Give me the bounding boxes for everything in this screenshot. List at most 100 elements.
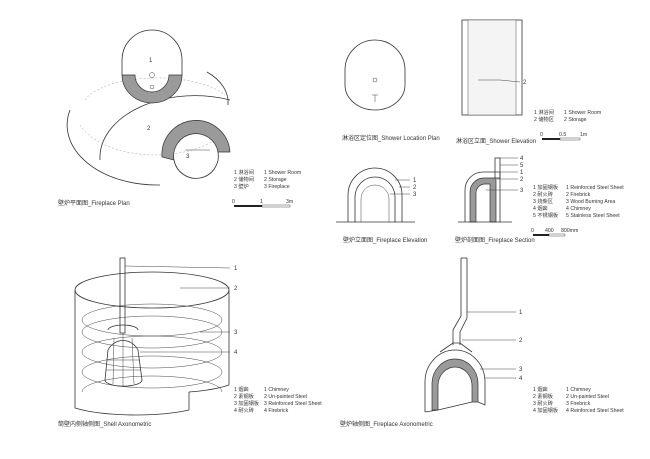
shell-ring-4	[81, 355, 223, 389]
plan-callout-3: 3	[186, 154, 190, 160]
shell-legend: 1 烟囱 1 Chimney 2 素钢板 2 Un-painted Steel …	[234, 385, 322, 414]
plan-legend: 1 淋浴间 1 Shower Room 2 储物间 2 Storage 3 壁炉…	[234, 168, 301, 190]
fs-callout-1: 1	[520, 170, 524, 176]
plan-legend-en-2: 2 Storage	[264, 177, 287, 183]
sa-legend-en-1: 1 Chimney	[264, 387, 289, 393]
shower-location-title: 淋浴区定位图_Shower Location Plan	[342, 134, 440, 142]
fa-legend-cn-4: 4 加固钢板	[533, 406, 559, 414]
fe-callout-1: 1	[413, 178, 417, 184]
section-chimney	[494, 157, 501, 179]
shower-scale-fill	[542, 138, 560, 140]
section-firebrick	[469, 177, 497, 223]
sa-legend-en-3: 3 Reinforced Steel Sheet	[264, 401, 322, 407]
fa-callout-1: 1	[519, 310, 523, 316]
fireplace-elevation-middle	[354, 176, 396, 222]
fa-callout-2: 2	[519, 338, 523, 344]
shower-location-plan: 淋浴区定位图_Shower Location Plan	[342, 39, 440, 142]
shower-scale-bar: 0 0.5 1m	[540, 132, 587, 141]
shower-room-wall	[121, 74, 183, 104]
shell-axonometric-title: 筒壁内侧轴侧图_Shell Axonometric	[58, 420, 151, 428]
plan-scale-bar-fill	[234, 205, 262, 207]
sa-legend-cn-3: 3 加固钢板	[234, 399, 260, 407]
shell-ring-5	[81, 375, 223, 393]
section-legend: 1 加固钢板 1 Reinforced Steel Sheet 2 耐火砖 2 …	[533, 183, 624, 219]
shell-chimney	[119, 257, 126, 334]
plan-scale-max: 3m	[286, 199, 293, 205]
fa-legend-cn-2: 2 素钢板	[533, 392, 554, 400]
plan-dashed-arc	[79, 124, 216, 156]
plan-scale-zero: 0	[232, 199, 235, 205]
shower-drain-icon	[149, 72, 155, 78]
section-scale-mid: 400	[545, 228, 554, 234]
plan-scale-one: 1	[260, 199, 263, 205]
shell-bottom-front	[74, 407, 190, 416]
fs-legend-cn-1: 1 加固钢板	[533, 183, 559, 191]
fs-legend-cn-2: 2 耐火砖	[533, 190, 553, 198]
sa-legend-en-2: 2 Un-painted Steel	[264, 394, 307, 400]
fa-callout-3: 3	[519, 367, 523, 373]
shell-ring-1	[81, 303, 223, 337]
fireplace-inner	[173, 151, 219, 179]
plan-legend-cn-1: 1 淋浴间	[234, 168, 254, 176]
fa-floor	[437, 401, 473, 411]
fs-legend-cn-5: 5 不锈钢板	[533, 211, 559, 219]
fa-body-outer	[424, 349, 486, 412]
fs-legend-en-4: 4 Chimney	[566, 206, 591, 212]
sa-callout-4: 4	[234, 350, 238, 356]
sa-callout-1: 1	[234, 266, 238, 272]
fireplace-axonometric: 1 2 3 4 1 烟囱 1 Chimney 2 素钢板 2 Un-painte…	[340, 257, 624, 428]
shower-location-drain-icon	[372, 77, 378, 83]
shower-scale-empty	[559, 137, 581, 141]
section-outer-shell	[464, 171, 501, 222]
shell-top-back	[74, 271, 230, 291]
fa-chimney-left	[452, 258, 462, 345]
plan-scale-bar: 0 1 3m	[232, 199, 293, 208]
fe-callout-2: 2	[413, 185, 417, 191]
plan-legend-cn-3: 3 壁炉	[234, 182, 249, 190]
fs-callout-5: 5	[520, 163, 524, 169]
sa-legend-en-4: 4 Firebrick	[264, 408, 289, 414]
shower-scale-max: 1m	[580, 132, 587, 138]
fs-legend-cn-3: 3 烧柴区	[533, 197, 553, 205]
fireplace-wall	[161, 120, 231, 161]
fireplace-elevation-outer	[347, 167, 403, 222]
shower-legend-en-2: 2 Storage	[564, 117, 587, 123]
shower-scale-mid: 0.5	[559, 132, 566, 138]
shower-scale-zero: 0	[540, 132, 543, 138]
shell-top-front	[74, 289, 230, 309]
plan-legend-cn-2: 2 储物间	[234, 175, 254, 183]
plan-right-arc	[206, 71, 229, 106]
fa-legend: 1 烟囱 1 Chimney 2 素钢板 2 Un-painted Steel …	[533, 385, 624, 414]
plan-legend-en-3: 3 Fireplace	[264, 184, 290, 190]
plan-outer-arc	[66, 109, 161, 186]
fireplace-elevation-inner	[360, 184, 390, 222]
plan-legend-en-1: 1 Shower Room	[264, 170, 301, 176]
fa-chimney-right	[459, 258, 468, 345]
shower-location-outline	[344, 39, 406, 111]
fs-legend-en-5: 5 Stainless Steel Sheet	[566, 213, 620, 219]
fireplace-axonometric-title: 壁炉轴侧图_Fireplace Axonometric	[340, 420, 433, 428]
fa-legend-en-1: 1 Chimney	[566, 387, 591, 393]
shower-elevation: 2 1 淋浴间 1 Shower Room 2 储物区 2 Storage 0 …	[456, 19, 601, 145]
sa-legend-cn-4: 4 耐火砖	[234, 406, 254, 414]
fireplace-plan-title: 壁炉平面图_Fireplace Plan	[58, 199, 130, 207]
shower-room-outline	[121, 29, 183, 75]
fa-legend-en-4: 4 Reinforced Steel Sheet	[566, 408, 624, 414]
plan-callout-1: 1	[149, 58, 153, 64]
fs-legend-cn-4: 4 烟囱	[533, 204, 548, 212]
fa-legend-cn-1: 1 烟囱	[533, 385, 548, 393]
shower-legend-en-1: 1 Shower Room	[564, 110, 601, 116]
fa-legend-cn-3: 3 耐火砖	[533, 399, 553, 407]
fs-legend-en-1: 1 Reinforced Steel Sheet	[566, 185, 624, 191]
plan-callout-2: 2	[147, 126, 151, 132]
shower-legend-cn-2: 2 储物区	[534, 115, 554, 123]
plan-scale-bar-empty	[261, 204, 291, 208]
shell-bottom-right	[188, 384, 230, 393]
fa-legend-en-3: 3 Firebrick	[566, 401, 591, 407]
shower-elevation-wall	[467, 19, 517, 116]
fa-base-lines	[424, 401, 486, 413]
fireplace-section-title: 壁炉剖面图_Fireplace Section	[455, 236, 535, 244]
sa-callout-3: 3	[234, 330, 238, 336]
shower-elevation-title: 淋浴区立面_Shower Elevation	[456, 137, 536, 145]
